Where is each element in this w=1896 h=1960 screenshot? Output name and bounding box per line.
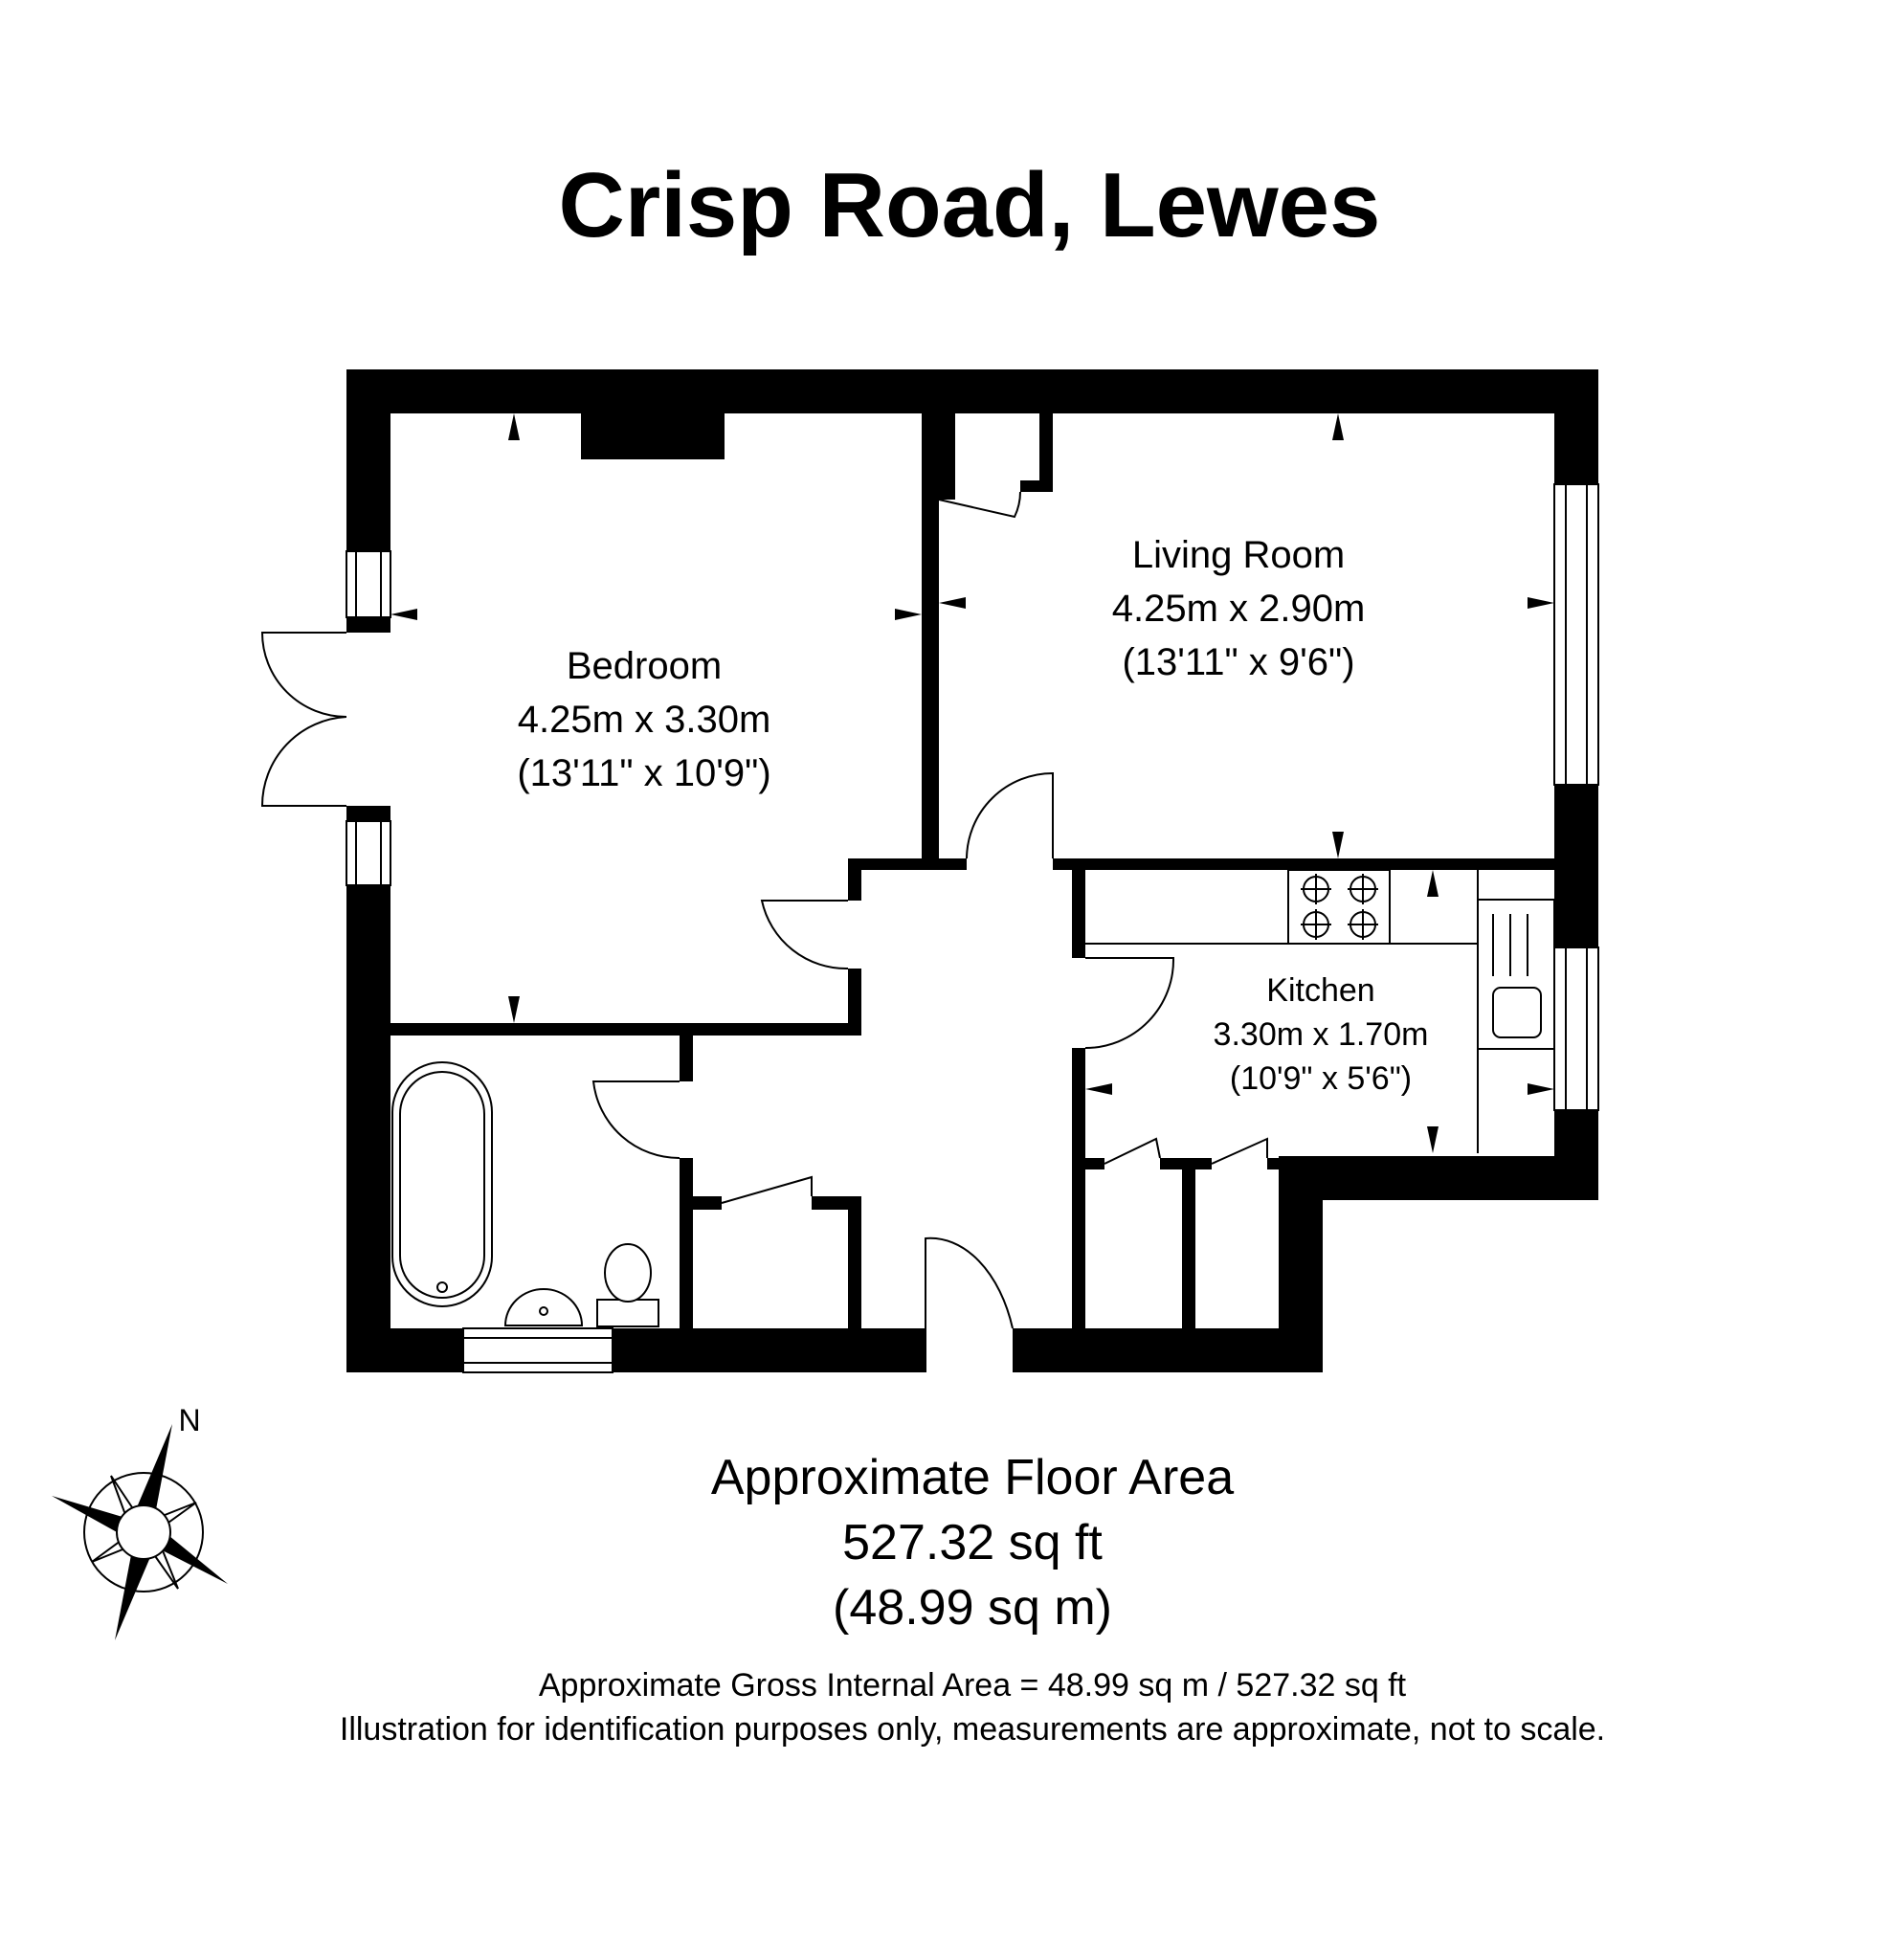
bedroom-metric: 4.25m x 3.30m xyxy=(517,699,771,741)
disclaimer: Illustration for identification purposes… xyxy=(339,1711,1606,1748)
bedroom-name: Bedroom xyxy=(566,645,723,687)
floor-area-sqm: (48.99 sq m) xyxy=(833,1580,1112,1636)
living-room-metric: 4.25m x 2.90m xyxy=(1111,588,1366,630)
kitchen-fixtures xyxy=(1085,869,1555,1153)
hob-icon xyxy=(1287,869,1391,945)
bathroom-window xyxy=(462,1327,613,1373)
kitchen-imperial: (10'9" x 5'6") xyxy=(1229,1060,1413,1097)
bedroom-door xyxy=(760,900,849,970)
living-cupboard-door xyxy=(938,491,1021,519)
doors xyxy=(260,491,1268,1372)
compass-rose-icon xyxy=(52,1424,228,1640)
exterior-walls xyxy=(346,369,1598,1372)
bedroom-window-lower xyxy=(346,820,391,886)
bedroom-imperial: (13'11" x 10'9") xyxy=(517,752,771,794)
hob-burners-icon xyxy=(1301,874,1378,940)
floor-area-summary: Approximate Floor Area 527.32 sq ft (48.… xyxy=(711,1445,1234,1640)
cupboard-door-2 xyxy=(1211,1137,1268,1165)
bathroom-door xyxy=(591,1080,680,1160)
living-room-imperial: (13'11" x 9'6") xyxy=(1122,641,1355,683)
room-label-bedroom: Bedroom 4.25m x 3.30m (13'11" x 10'9") xyxy=(517,639,770,800)
hall-cupboard-door xyxy=(721,1175,813,1204)
toilet-icon xyxy=(596,1299,659,1327)
compass-north-label: N xyxy=(178,1403,201,1437)
kitchen-metric: 3.30m x 1.70m xyxy=(1213,1016,1429,1053)
room-label-kitchen: Kitchen 3.30m x 1.70m (10'9" x 5'6") xyxy=(1214,969,1429,1101)
bedroom-window-upper xyxy=(346,550,391,618)
living-room-door xyxy=(966,771,1054,859)
french-door-left xyxy=(260,632,347,718)
floor-area-heading: Approximate Floor Area xyxy=(710,1450,1235,1505)
kitchen-name: Kitchen xyxy=(1266,972,1375,1009)
room-label-living-room: Living Room 4.25m x 2.90m (13'11" x 9'6"… xyxy=(1112,528,1366,689)
french-door-right xyxy=(260,716,347,807)
bathroom-fixtures xyxy=(391,1061,659,1327)
kitchen-window xyxy=(1553,947,1599,1111)
windows xyxy=(346,483,1599,1373)
front-door xyxy=(925,1236,1014,1372)
kitchen-door xyxy=(1084,957,1175,1049)
page-title: Crisp Road, Lewes xyxy=(558,154,1381,256)
footer-notes: Approximate Gross Internal Area = 48.99 … xyxy=(340,1663,1605,1751)
living-room-window xyxy=(1553,483,1599,786)
floor-area-sqft: 527.32 sq ft xyxy=(842,1515,1103,1570)
cupboard-door-1 xyxy=(1104,1137,1161,1165)
dimension-arrows xyxy=(390,413,1554,1153)
gross-internal-area: Approximate Gross Internal Area = 48.99 … xyxy=(538,1667,1407,1704)
living-room-name: Living Room xyxy=(1131,534,1346,576)
interior-walls xyxy=(390,413,1554,1328)
